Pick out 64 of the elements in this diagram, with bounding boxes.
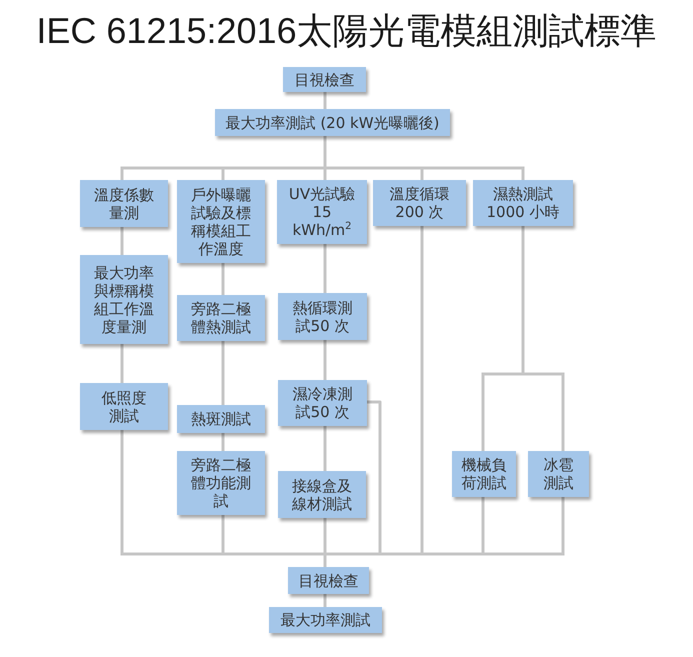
step-label: 溫度係數量測 [93,186,155,222]
diagram-title: IEC 61215:2016太陽光電模組測試標準 [36,10,657,52]
step-label: 機械負荷測試 [460,456,508,492]
step-label: 冰雹測試 [542,456,574,492]
connector-line [222,168,224,180]
connector-line [222,341,224,405]
step-label: 熱斑測試 [191,410,251,428]
process-box [373,180,466,226]
connector-line [119,552,566,568]
process-box [80,383,168,430]
process-box [473,180,573,226]
connector-line [367,400,382,554]
connector-line [120,227,124,255]
process-box [269,607,382,633]
step-label: 旁路二極體熱測試 [190,300,252,336]
connector-line [480,224,566,376]
connector-line [482,497,484,554]
step-label: UV光試驗 15 kWh/m$^{2}$ [288,185,356,239]
process-box [177,295,265,341]
process-box [277,180,367,244]
connector-line [324,340,326,380]
connector-line [420,226,424,554]
connector-line [562,374,564,451]
step-label: 濕冷凍測試50 次 [292,385,354,421]
connector-line [562,497,564,554]
connector-line [482,374,484,451]
process-box [528,451,589,497]
process-box [278,380,367,426]
connector-line [420,168,424,180]
process-box [278,471,366,518]
step-label: 最大功率與標稱模組工作溫度量測 [93,264,155,336]
process-box [177,451,265,515]
connector-line [222,433,224,451]
process-box [177,405,265,433]
step-label: 熱循環測試50 次 [292,298,354,334]
step-label: 戶外曝曬試驗及標稱模組工作溫度 [190,186,252,258]
process-box [288,567,369,594]
step-label: 旁路二極體功能測試 [190,456,252,510]
step-label: 低照度測試 [100,388,148,424]
step-label: 最大功率測試 (20 kW光曝曬後) [226,114,440,132]
process-box [80,255,168,344]
connector-line [222,515,224,554]
connector-line [324,168,326,180]
connector-line [324,426,326,471]
connector-line [324,92,326,109]
process-box [215,109,450,136]
step-label: 目視檢查 [294,70,354,88]
connector-line [222,263,224,295]
connector-line [324,244,326,293]
connector-line [120,430,124,554]
step-label: 目視檢查 [298,572,358,590]
process-box [278,293,367,340]
connector-line [522,168,524,180]
process-box [177,180,265,263]
process-box [80,180,168,227]
step-label: 接線盒及線材測試 [291,476,353,512]
step-label: 濕熱測試 1000 小時 [486,185,560,221]
connector-line [324,518,326,554]
connector-line [120,344,124,383]
connector-line [324,594,326,607]
process-box [283,67,366,92]
step-label: 最大功率測試 [280,611,370,629]
process-box [452,451,516,497]
step-label: 溫度循環 200 次 [388,185,450,221]
